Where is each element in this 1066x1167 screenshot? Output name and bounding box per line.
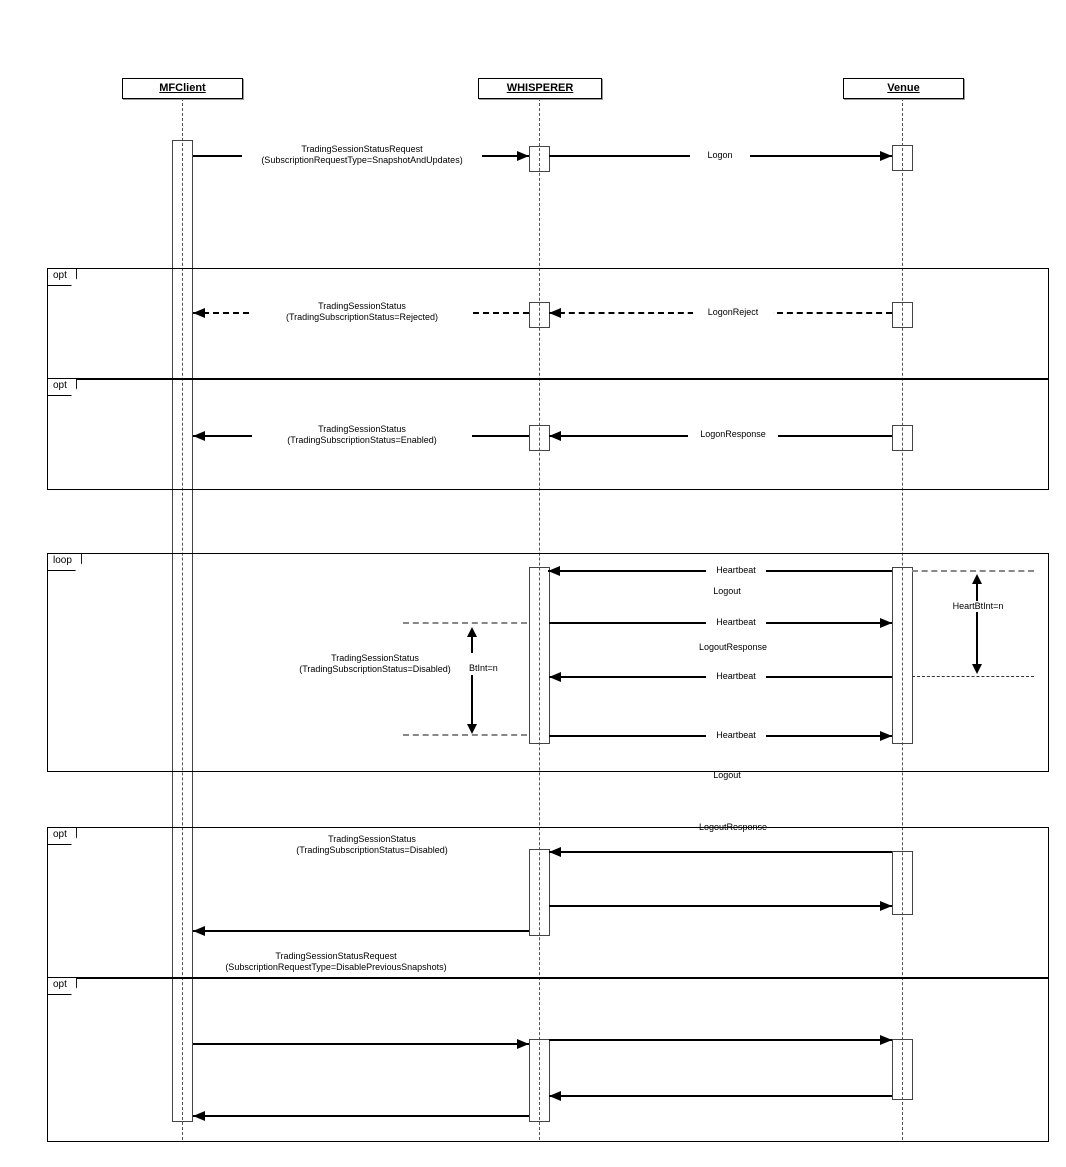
message-label: TradingSessionStatusRequest (Subscriptio…: [242, 144, 482, 166]
fragment-opt-1: opt: [47, 268, 1049, 380]
arrowhead-left-icon: [549, 847, 561, 857]
lifeline-whisperer: [539, 98, 540, 1140]
fragment-opt-2: opt: [47, 378, 1049, 490]
arrowhead-right-icon: [880, 901, 892, 911]
message-line: [193, 1043, 529, 1045]
activation-bar: [892, 567, 913, 744]
measure-dashed-line: [912, 676, 1034, 677]
activation-bar: [892, 1039, 913, 1100]
arrowhead-left-icon: [548, 566, 560, 576]
fragment-opt-3: opt: [47, 827, 1049, 979]
participant-label-mfclient: MFClient: [159, 82, 206, 94]
message-label: Heartbeat: [706, 617, 766, 628]
measure-dashed-line: [403, 734, 527, 736]
participant-box-venue: Venue: [843, 78, 964, 99]
arrowhead-left-icon: [193, 1111, 205, 1121]
fragment-loop: loop: [47, 553, 1049, 772]
arrowhead-left-icon: [193, 926, 205, 936]
message-label: Logout: [713, 770, 741, 780]
arrowhead-left-icon: [193, 308, 205, 318]
heartbtint-label: HeartBtInt=n: [942, 601, 1014, 612]
arrowhead-right-icon: [880, 731, 892, 741]
message-label: LogonReject: [693, 307, 773, 318]
activation-bar: [892, 302, 913, 328]
message-label: Logon: [690, 150, 750, 161]
message-label: TradingSessionStatus (TradingSubscriptio…: [252, 301, 472, 323]
arrowhead-left-icon: [549, 1091, 561, 1101]
lifeline-mfclient: [182, 98, 183, 1140]
activation-bar: [529, 1039, 550, 1122]
participant-label-venue: Venue: [887, 82, 920, 94]
message-line: [549, 1095, 892, 1097]
message-label: Heartbeat: [706, 671, 766, 682]
activation-bar: [529, 146, 550, 172]
message-line: [193, 930, 529, 932]
arrowhead-right-icon: [517, 1039, 529, 1049]
message-label: TradingSessionStatus (TradingSubscriptio…: [275, 653, 475, 675]
participant-box-whisperer: WHISPERER: [478, 78, 602, 99]
message-line: [549, 851, 892, 853]
measure-arrow-shaft: [471, 633, 473, 726]
fragment-operator-tab: opt: [48, 978, 77, 995]
activation-bar: [892, 425, 913, 451]
message-label: TradingSessionStatusRequest (Subscriptio…: [225, 951, 447, 972]
arrowhead-left-icon: [549, 672, 561, 682]
message-label: Logout: [713, 586, 741, 596]
lifeline-venue: [902, 98, 903, 1140]
message-label: LogonResponse: [688, 429, 778, 440]
arrowhead-right-icon: [880, 151, 892, 161]
fragment-operator-tab: opt: [48, 828, 77, 845]
activation-bar: [529, 849, 550, 936]
fragment-operator-tab: loop: [48, 554, 82, 571]
activation-bar: [529, 567, 550, 744]
measure-dashed-line: [403, 622, 527, 624]
arrowhead-right-icon: [880, 1035, 892, 1045]
arrowhead-right-icon: [880, 618, 892, 628]
measure-arrow-down-icon: [467, 724, 477, 734]
message-label: TradingSessionStatus (TradingSubscriptio…: [296, 834, 448, 855]
participant-label-whisperer: WHISPERER: [506, 82, 574, 94]
fragment-operator-tab: opt: [48, 269, 77, 286]
measure-arrow-shaft: [976, 580, 978, 668]
message-label: TradingSessionStatus (TradingSubscriptio…: [252, 424, 472, 446]
arrowhead-left-icon: [549, 308, 561, 318]
message-line: [549, 1039, 892, 1041]
measure-arrow-up-icon: [972, 574, 982, 584]
message-line: [549, 905, 892, 907]
fragment-opt-4: opt: [47, 977, 1049, 1142]
measure-dashed-line: [912, 570, 1034, 572]
message-label: LogoutResponse: [698, 822, 768, 832]
activation-bar-mfclient: [172, 140, 193, 1122]
arrowhead-right-icon: [517, 151, 529, 161]
heartbtint-label-clipped: BtInt=n: [469, 663, 511, 674]
message-label: Heartbeat: [706, 565, 766, 576]
measure-arrow-down-icon: [972, 664, 982, 674]
participant-box-mfclient: MFClient: [122, 78, 243, 99]
message-label: LogoutResponse: [698, 642, 768, 652]
arrowhead-left-icon: [193, 431, 205, 441]
message-line: [193, 1115, 529, 1117]
activation-bar: [892, 851, 913, 915]
fragment-operator-tab: opt: [48, 379, 77, 396]
message-label: Heartbeat: [706, 730, 766, 741]
activation-bar: [892, 145, 913, 171]
measure-arrow-up-icon: [467, 627, 477, 637]
arrowhead-left-icon: [549, 431, 561, 441]
